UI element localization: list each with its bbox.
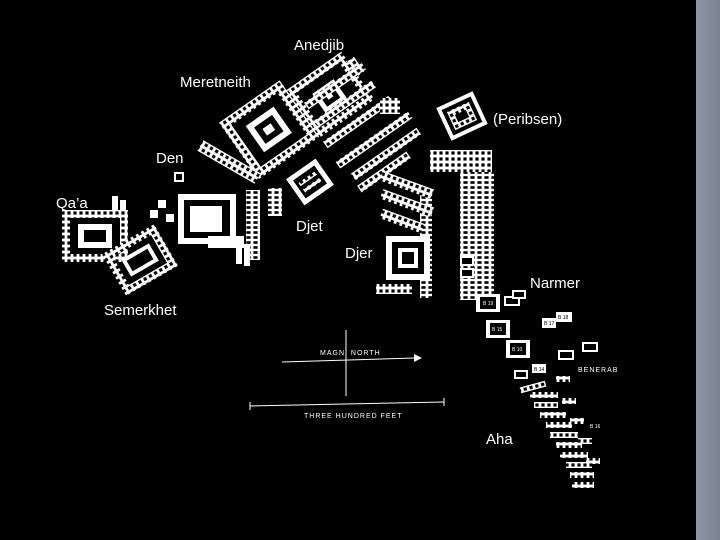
label-semerkhet: Semerkhet — [104, 302, 177, 319]
label-aha: Aha — [486, 431, 513, 448]
label-anedjib: Anedjib — [294, 37, 345, 54]
label-djer: Djer — [345, 245, 373, 262]
benerab-label: BENERAB — [578, 367, 618, 374]
scale-bar: THREE HUNDRED FEET — [249, 398, 445, 420]
label-djet: Djet — [296, 218, 323, 235]
label-meretneith: Meretneith — [180, 74, 251, 91]
label-den: Den — [156, 150, 184, 167]
b17-label: B 17 — [544, 321, 555, 327]
label-narmer: Narmer — [530, 275, 581, 292]
tomb-djer — [376, 150, 494, 300]
b10-label: B 10 — [512, 347, 523, 353]
slide-side-bar — [696, 0, 720, 540]
tomb-semerkhet — [102, 224, 178, 296]
tomb-peribsen — [436, 91, 488, 141]
b15-label: B 15 — [492, 327, 503, 333]
tomb-aha-b-complex: B 19 B 15 B 10 B 17 B 18 BENERAB B 14 — [476, 290, 618, 488]
tomb-qaa — [62, 196, 128, 262]
b19-label: B 19 — [483, 301, 494, 307]
subsidiary-graves-central — [268, 62, 422, 216]
scale-label: THREE HUNDRED FEET — [304, 413, 403, 420]
north-arrow: MAGN. NORTH — [281, 330, 422, 396]
tomb-den — [150, 140, 261, 266]
b14-label: B 14 — [534, 367, 545, 373]
b16-label: B 16 — [590, 424, 601, 430]
tomb-djet — [286, 158, 334, 206]
tomb-meretneith — [219, 80, 320, 180]
north-label: MAGN. NORTH — [320, 350, 381, 357]
label-qaa: Qa’a — [56, 195, 88, 212]
b18-label: B 18 — [558, 315, 569, 321]
label-peribsen: (Peribsen) — [493, 111, 563, 128]
aha-subsidiary-graves — [519, 376, 600, 488]
